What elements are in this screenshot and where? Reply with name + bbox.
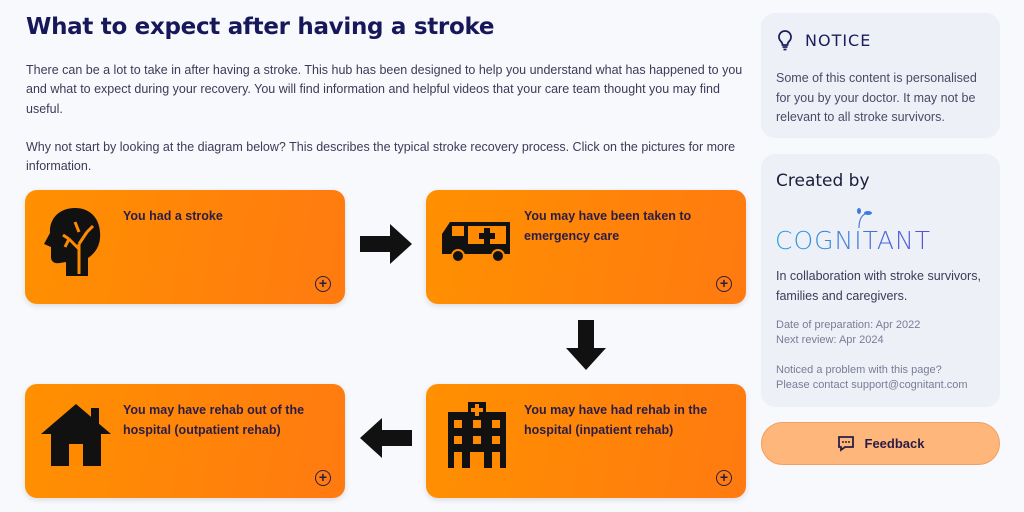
logo-sprout-icon <box>857 208 872 228</box>
head-brain-icon <box>44 208 101 276</box>
step-card-outpatient[interactable]: You may have rehab out of the hospital (… <box>25 384 345 498</box>
step-label: You had a stroke <box>123 209 223 223</box>
problem-text: Noticed a problem with this page? <box>776 364 942 376</box>
preparation-date: Date of preparation: Apr 2022 <box>776 319 921 331</box>
step-card-inpatient[interactable]: You may have had rehab in the hospital (… <box>426 384 746 498</box>
cognitant-logo: COGNITANT <box>775 226 931 255</box>
expand-plus-icon[interactable]: + <box>315 276 331 292</box>
page-title: What to expect after having a stroke <box>26 14 495 40</box>
step-card-stroke[interactable]: You had a stroke + <box>25 190 345 304</box>
expand-plus-icon[interactable]: + <box>716 276 732 292</box>
notice-text: Some of this content is personalised for… <box>776 71 977 124</box>
notice-panel: NOTICE Some of this content is personali… <box>761 13 1000 138</box>
house-icon <box>41 404 111 466</box>
arrow-down-icon <box>566 320 606 370</box>
arrow-left-icon <box>360 418 412 458</box>
chat-bubble-icon <box>837 436 854 452</box>
intro-paragraph: There can be a lot to take in after havi… <box>26 63 743 116</box>
created-by-heading: Created by <box>776 171 870 191</box>
expand-plus-icon[interactable]: + <box>716 470 732 486</box>
lightbulb-icon <box>778 30 792 51</box>
step-label: You may have rehab out of the hospital (… <box>123 403 305 437</box>
review-date: Next review: Apr 2024 <box>776 334 884 346</box>
hospital-icon <box>448 402 506 468</box>
step-card-emergency[interactable]: You may have been taken to emergency car… <box>426 190 746 304</box>
intro-text: There can be a lot to take in after havi… <box>26 61 751 196</box>
step-label: You may have had rehab in the hospital (… <box>524 403 708 437</box>
notice-heading: NOTICE <box>805 30 872 50</box>
contact-text: Please contact support@cognitant.com <box>776 379 968 391</box>
arrow-right-icon <box>360 224 412 264</box>
expand-plus-icon[interactable]: + <box>315 470 331 486</box>
step-label: You may have been taken to emergency car… <box>524 209 692 243</box>
intro-paragraph: Why not start by looking at the diagram … <box>26 140 736 174</box>
feedback-label: Feedback <box>864 436 925 451</box>
ambulance-icon <box>442 222 510 263</box>
collaboration-text: In collaboration with stroke survivors, … <box>776 269 981 303</box>
created-by-panel: Created by COGNITANT In collaboration wi… <box>761 154 1000 407</box>
feedback-button[interactable]: Feedback <box>761 422 1000 465</box>
